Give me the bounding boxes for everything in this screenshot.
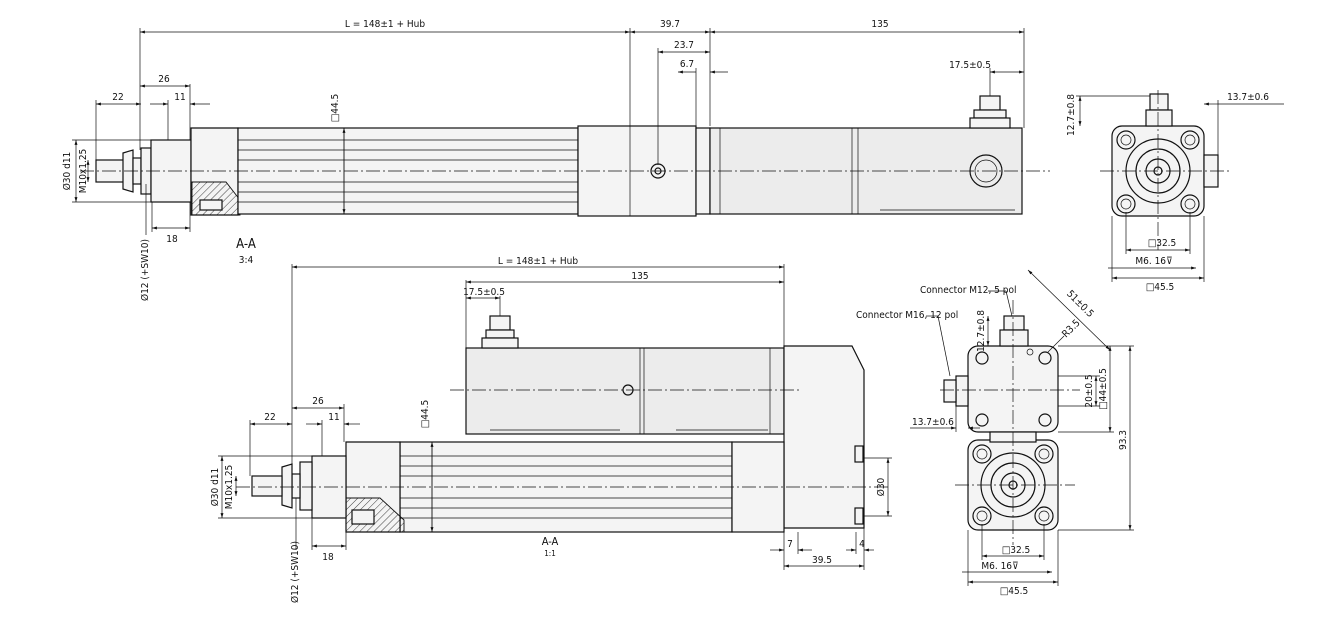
dim-thread: M10x1.25 — [78, 149, 89, 194]
dim-26-bottom: 26 — [312, 396, 324, 407]
dim-23-7: 23.7 — [674, 40, 694, 51]
dim-12-7-top: 12.7±0.8 — [1066, 94, 1077, 136]
dim-20: 20±0.5 — [1084, 374, 1095, 407]
dim-r3-5: R3.5 — [1060, 318, 1082, 340]
dim-dia-30-housing: Ø30 — [875, 477, 887, 496]
dim-135: 135 — [871, 19, 888, 30]
parallel-motor — [465, 347, 785, 435]
dim-22-bottom: 22 — [264, 412, 275, 423]
dim-m6-bottom: M6. 16⊽ — [981, 561, 1018, 572]
bottom-side-view — [236, 315, 890, 533]
dim-11: 11 — [174, 92, 185, 103]
dim-6-7: 6.7 — [680, 59, 694, 70]
bottom-view-dimensions: L = 148±1 + Hub 135 17.5±0.5 26 22 11 18… — [209, 256, 892, 603]
top-view-dimensions: L = 148±1 + Hub 39.7 135 23.7 6.7 17.5±0… — [61, 19, 1025, 301]
dim-square-44-5: □44.5 — [330, 94, 341, 123]
scale-label-bottom: 1:1 — [544, 549, 556, 558]
dim-4: 4 — [859, 539, 865, 550]
dim-sq-32-5-bottom: □32.5 — [1002, 545, 1031, 556]
dim-sq-44-5-bottom: □44.5 — [420, 400, 431, 429]
dim-93-3: 93.3 — [1118, 430, 1129, 450]
dim-sq-45-5-top: □45.5 — [1146, 282, 1175, 293]
dim-11-bottom: 11 — [328, 412, 339, 423]
dim-overall-length: L = 148±1 + Hub — [345, 19, 425, 30]
dim-12-7-bottom: 12.7±0.8 — [976, 310, 987, 352]
top-end-view-dimensions: 12.7±0.8 13.7±0.6 □32.5 M6. 16⊽ □45.5 — [1066, 92, 1284, 293]
dim-18-bottom: 18 — [322, 552, 334, 563]
dim-135-bottom: 135 — [631, 271, 648, 282]
bottom-end-view-dimensions: Connector M12, 5 pol Connector M16, 12 p… — [856, 269, 1134, 597]
dim-thread-bottom: M10x1.25 — [224, 465, 235, 510]
label-connector-m16: Connector M16, 12 pol — [856, 310, 958, 321]
section-label-bottom: A-A — [542, 535, 559, 548]
dim-22: 22 — [112, 92, 123, 103]
dim-13-7-bottom: 13.7±0.6 — [912, 417, 954, 428]
dim-26: 26 — [158, 74, 170, 85]
piston-rod-bottom — [251, 475, 283, 497]
m16-connector-side — [955, 375, 969, 407]
dim-17-5-bottom: 17.5±0.5 — [463, 287, 505, 298]
dim-51: 51±0.5 — [1064, 289, 1095, 320]
dim-dia-12-bottom: Ø12 (+SW10) — [289, 541, 301, 603]
dim-m6-top: M6. 16⊽ — [1135, 256, 1172, 267]
dim-39-7: 39.7 — [660, 19, 680, 30]
dim-sq-45-5-bottom: □45.5 — [1000, 586, 1029, 597]
dim-39-5: 39.5 — [812, 555, 832, 566]
connector-m12 — [979, 95, 1001, 111]
dim-7: 7 — [787, 539, 793, 550]
belt-housing — [783, 345, 865, 529]
dim-dia-12: Ø12 (+SW10) — [139, 239, 151, 301]
scale-label-top: 3:4 — [239, 255, 254, 266]
dim-sq-32-5-top: □32.5 — [1148, 238, 1177, 249]
dim-18: 18 — [166, 234, 178, 245]
dim-44: □44±0.5 — [1098, 368, 1109, 410]
dim-13-7-top: 13.7±0.6 — [1227, 92, 1269, 103]
bottom-end-view — [940, 300, 1080, 545]
dim-overall-length-bottom: L = 148±1 + Hub — [498, 256, 578, 267]
top-end-view — [1100, 90, 1230, 250]
section-label-top: A-A — [236, 237, 256, 252]
label-connector-m12: Connector M12, 5 pol — [920, 285, 1016, 296]
top-side-view — [80, 95, 1050, 217]
connector-m12-bottom — [489, 315, 511, 331]
dim-17-5: 17.5±0.5 — [949, 60, 991, 71]
dim-dia-30-bottom: Ø30 d11 — [209, 468, 221, 507]
dim-dia-30: Ø30 d11 — [61, 152, 73, 191]
